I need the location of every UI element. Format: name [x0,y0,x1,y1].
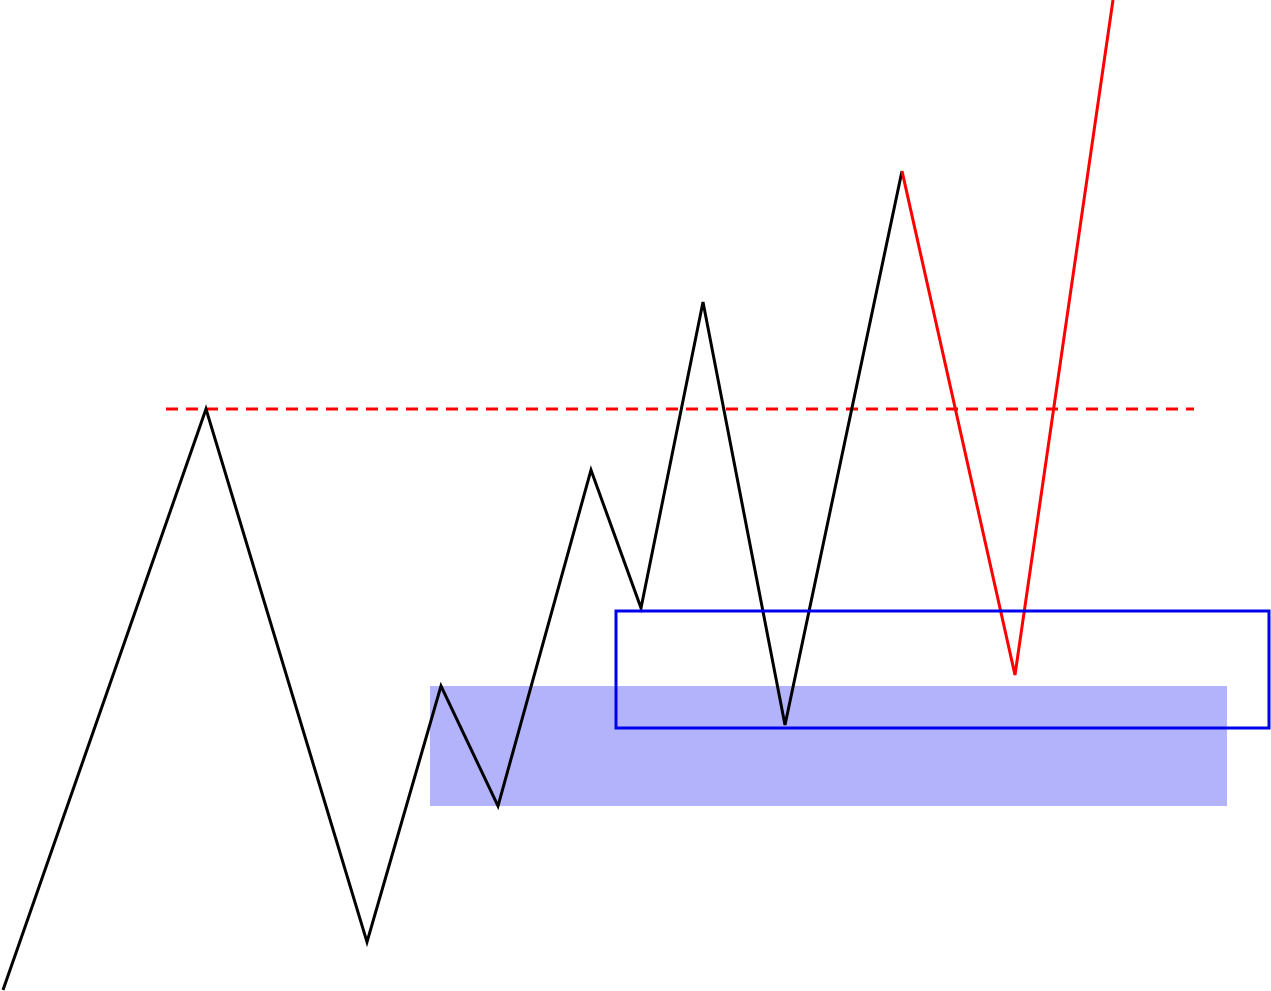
demand-zone-filled [430,686,1227,806]
demand-zone-outlined [614,609,1271,730]
projection-path [900,0,1115,676]
price-path [1,170,904,991]
